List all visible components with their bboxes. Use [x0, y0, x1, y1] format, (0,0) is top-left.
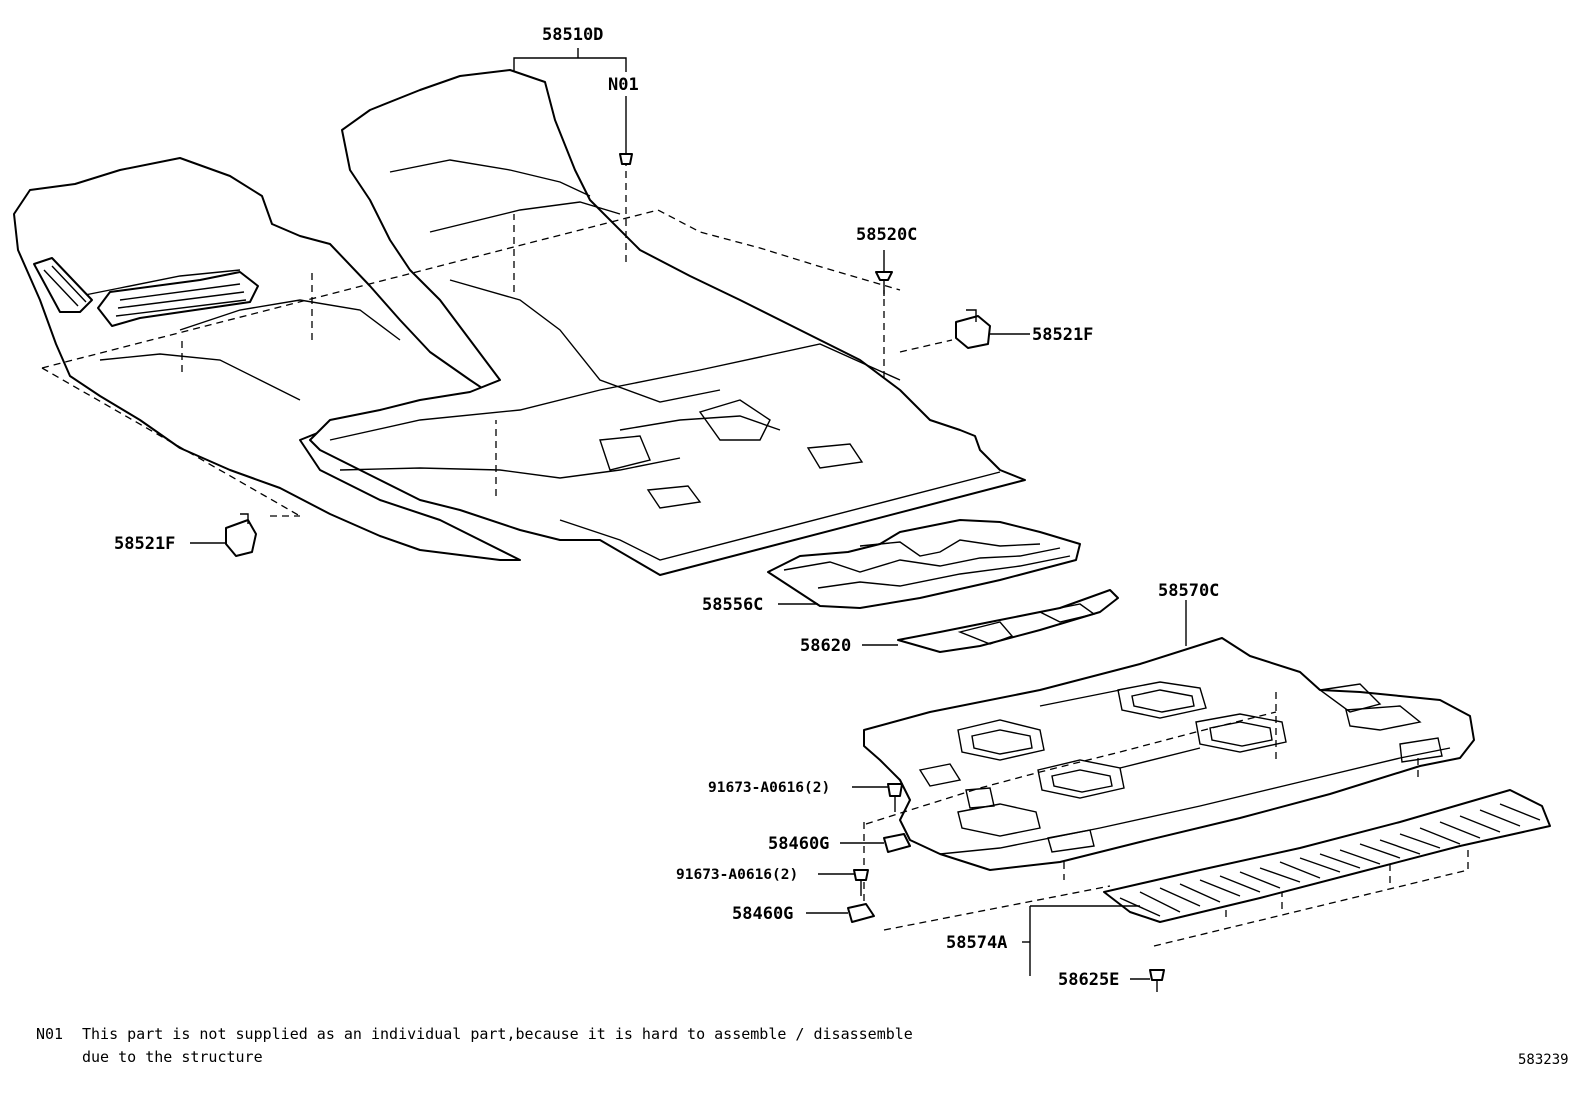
- clip-58520C: [875, 250, 893, 296]
- clip-58521F-left: [190, 513, 257, 557]
- label-58460G-upper: 58460G: [768, 834, 829, 854]
- nut-58460G-upper: [840, 833, 911, 853]
- footnote-code: N01: [36, 1025, 64, 1043]
- label-58620: 58620: [800, 636, 851, 656]
- mounting-dashed-lines: [41, 164, 953, 517]
- label-58570C: 58570C: [1158, 581, 1219, 601]
- label-58521F-right: 58521F: [1032, 325, 1093, 345]
- bolt-91673-lower: [818, 869, 869, 896]
- label-N01: N01: [608, 75, 639, 95]
- part-58570C: [863, 600, 1475, 871]
- footnote-line-2: due to the structure: [82, 1048, 263, 1066]
- label-58556C: 58556C: [702, 595, 763, 615]
- part-58556C: [767, 519, 1081, 609]
- bracket-58510D: [513, 48, 627, 72]
- clip-58625E: [1130, 969, 1165, 992]
- label-58625E: 58625E: [1058, 970, 1119, 990]
- clip-N01: [619, 96, 633, 165]
- floor-carpet-front-assembly: [13, 69, 1026, 576]
- part-58574A: [1022, 789, 1551, 976]
- nut-58460G-lower: [806, 903, 875, 923]
- illustration-number: 583239: [1518, 1052, 1569, 1068]
- footnote-line-1: This part is not supplied as an individu…: [82, 1025, 913, 1043]
- rear-mounting-dashed-lines: [863, 692, 1469, 947]
- label-58510D: 58510D: [542, 25, 603, 45]
- part-58620: [862, 589, 1119, 653]
- label-58460G-lower: 58460G: [732, 904, 793, 924]
- label-91673-upper: 91673-A0616(2): [708, 780, 830, 796]
- label-58574A: 58574A: [946, 933, 1007, 953]
- label-91673-lower: 91673-A0616(2): [676, 867, 798, 883]
- bolt-91673-upper: [852, 783, 903, 812]
- clip-58521F-right: [955, 309, 1030, 349]
- label-58521F-left: 58521F: [114, 534, 175, 554]
- label-58520C: 58520C: [856, 225, 917, 245]
